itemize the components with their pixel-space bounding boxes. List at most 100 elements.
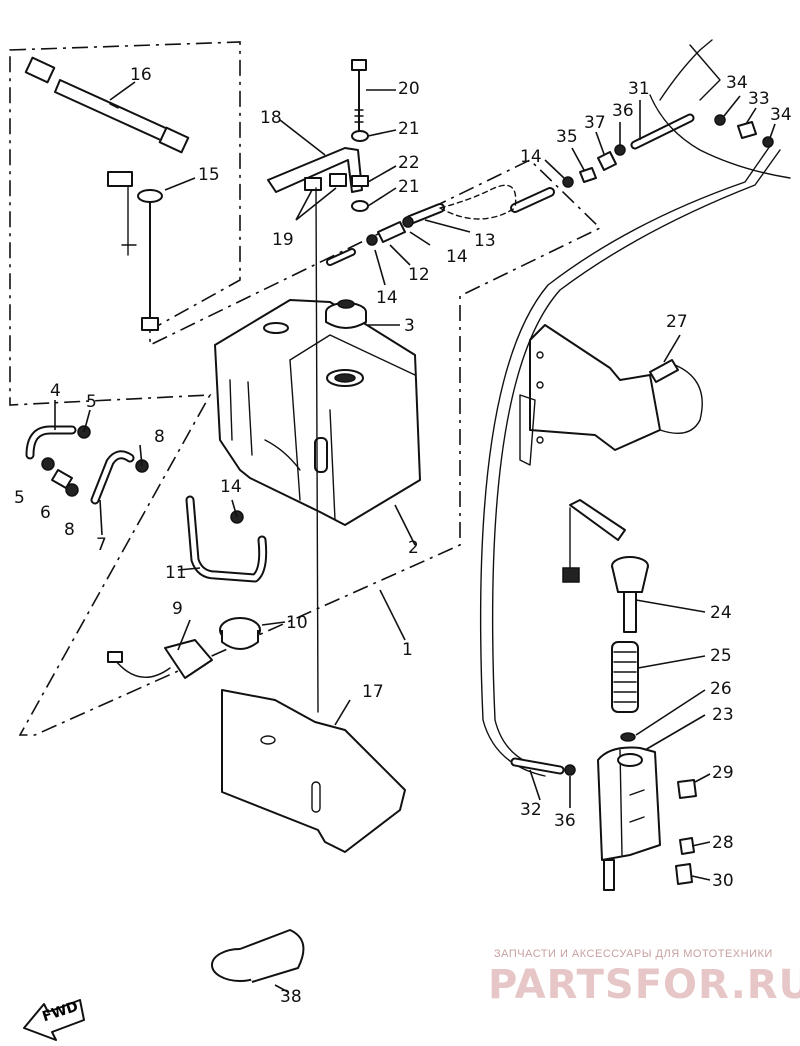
oil-hose-inner <box>92 452 133 503</box>
sub-oil-tank <box>597 746 661 891</box>
hose-clamp <box>564 764 576 776</box>
long-oil-hose <box>491 149 781 769</box>
callout-14: 14 <box>446 247 468 267</box>
callout-31: 31 <box>628 79 650 99</box>
sub-tank-harness <box>562 499 626 583</box>
callout-6: 6 <box>40 503 51 523</box>
callout-5: 5 <box>86 392 97 412</box>
callout-14: 14 <box>376 288 398 308</box>
joint-fitting <box>597 151 617 171</box>
callout-25: 25 <box>710 646 732 666</box>
callout-2: 2 <box>408 538 419 558</box>
mounting-plate <box>221 689 406 853</box>
vent-hose <box>649 359 679 383</box>
nut <box>351 175 369 187</box>
tank-band-bracket <box>267 147 363 193</box>
vent-hose-inner <box>328 250 354 264</box>
callout-33: 33 <box>748 89 770 109</box>
watermark-brand-logo: PARTSFOR.RU <box>488 962 800 1008</box>
callout-21: 21 <box>398 177 420 197</box>
check-valve <box>377 221 406 243</box>
washer <box>351 200 369 212</box>
o-ring <box>620 732 636 742</box>
engine-block <box>519 324 703 466</box>
oil-level-sensor <box>107 171 163 331</box>
callout-18: 18 <box>260 108 282 128</box>
callout-14: 14 <box>220 477 242 497</box>
long-oil-hose-inner <box>512 759 563 773</box>
bolt <box>677 779 697 799</box>
bolt <box>679 837 695 855</box>
tank-cap <box>325 299 367 329</box>
joint-fitting <box>737 121 757 139</box>
vent-hose-dashed <box>439 184 517 220</box>
long-oil-hose <box>479 145 771 777</box>
callout-24: 24 <box>710 603 732 623</box>
callout-1: 1 <box>402 640 413 660</box>
callout-20: 20 <box>398 79 420 99</box>
hose-clamp <box>41 457 55 471</box>
callout-13: 13 <box>474 231 496 251</box>
callout-36: 36 <box>612 101 634 121</box>
connector-pipe-inner <box>632 115 693 148</box>
drain-screw <box>675 863 693 885</box>
callout-26: 26 <box>710 679 732 699</box>
callout-8: 8 <box>64 520 75 540</box>
callout-17: 17 <box>362 682 384 702</box>
engine-outline <box>649 39 791 179</box>
bolt <box>351 59 367 131</box>
callout-22: 22 <box>398 153 420 173</box>
hose-clamp <box>402 216 414 228</box>
joint-fitting <box>579 167 597 183</box>
callout-10: 10 <box>286 613 308 633</box>
callout-34: 34 <box>726 73 748 93</box>
watermark-tagline: ЗАПЧАСТИ И АКСЕССУАРЫ ДЛЯ МОТОТЕХНИКИ <box>494 948 773 960</box>
callout-35: 35 <box>556 127 578 147</box>
hose-clamp <box>714 114 726 126</box>
grommet <box>304 177 322 191</box>
callout-3: 3 <box>404 316 415 336</box>
callout-11: 11 <box>165 563 187 583</box>
callout-15: 15 <box>198 165 220 185</box>
callout-34: 34 <box>770 105 792 125</box>
oil-level-gauge <box>611 556 649 633</box>
callout-7: 7 <box>96 535 107 555</box>
assembly-boundary-line <box>9 41 602 736</box>
callout-16: 16 <box>130 65 152 85</box>
callout-leaders <box>54 81 776 993</box>
grommet <box>329 173 347 187</box>
callout-12: 12 <box>408 265 430 285</box>
callout-5: 5 <box>14 488 25 508</box>
callout-30: 30 <box>712 871 734 891</box>
callout-32: 32 <box>520 800 542 820</box>
leader-line <box>315 187 319 713</box>
callout-28: 28 <box>712 833 734 853</box>
engine-outline <box>689 44 721 101</box>
callout-4: 4 <box>50 381 61 401</box>
wire-harness <box>24 56 190 154</box>
washer <box>351 130 369 142</box>
rubber-plug <box>211 929 305 983</box>
callout-36: 36 <box>554 811 576 831</box>
callout-19: 19 <box>272 230 294 250</box>
hose-clamp <box>65 483 79 497</box>
callout-labels: 1 2 3 4 5 5 6 7 8 8 9 10 11 12 13 14 14 … <box>14 65 792 1007</box>
callout-23: 23 <box>712 705 734 725</box>
oil-pump-motor <box>107 639 213 679</box>
fwd-arrow <box>23 999 85 1041</box>
vent-hose-inner <box>407 205 443 223</box>
callout-38: 38 <box>280 987 302 1007</box>
callout-9: 9 <box>172 599 183 619</box>
hose-clamp <box>762 136 774 148</box>
oil-hose-inner <box>27 427 75 458</box>
callout-8: 8 <box>154 427 165 447</box>
strainer-cap <box>219 617 261 650</box>
vent-hose-inner <box>512 189 553 211</box>
hose-clamp <box>614 144 626 156</box>
callout-21: 21 <box>398 119 420 139</box>
oil-strainer <box>611 641 639 713</box>
callout-27: 27 <box>666 312 688 332</box>
callout-37: 37 <box>584 113 606 133</box>
